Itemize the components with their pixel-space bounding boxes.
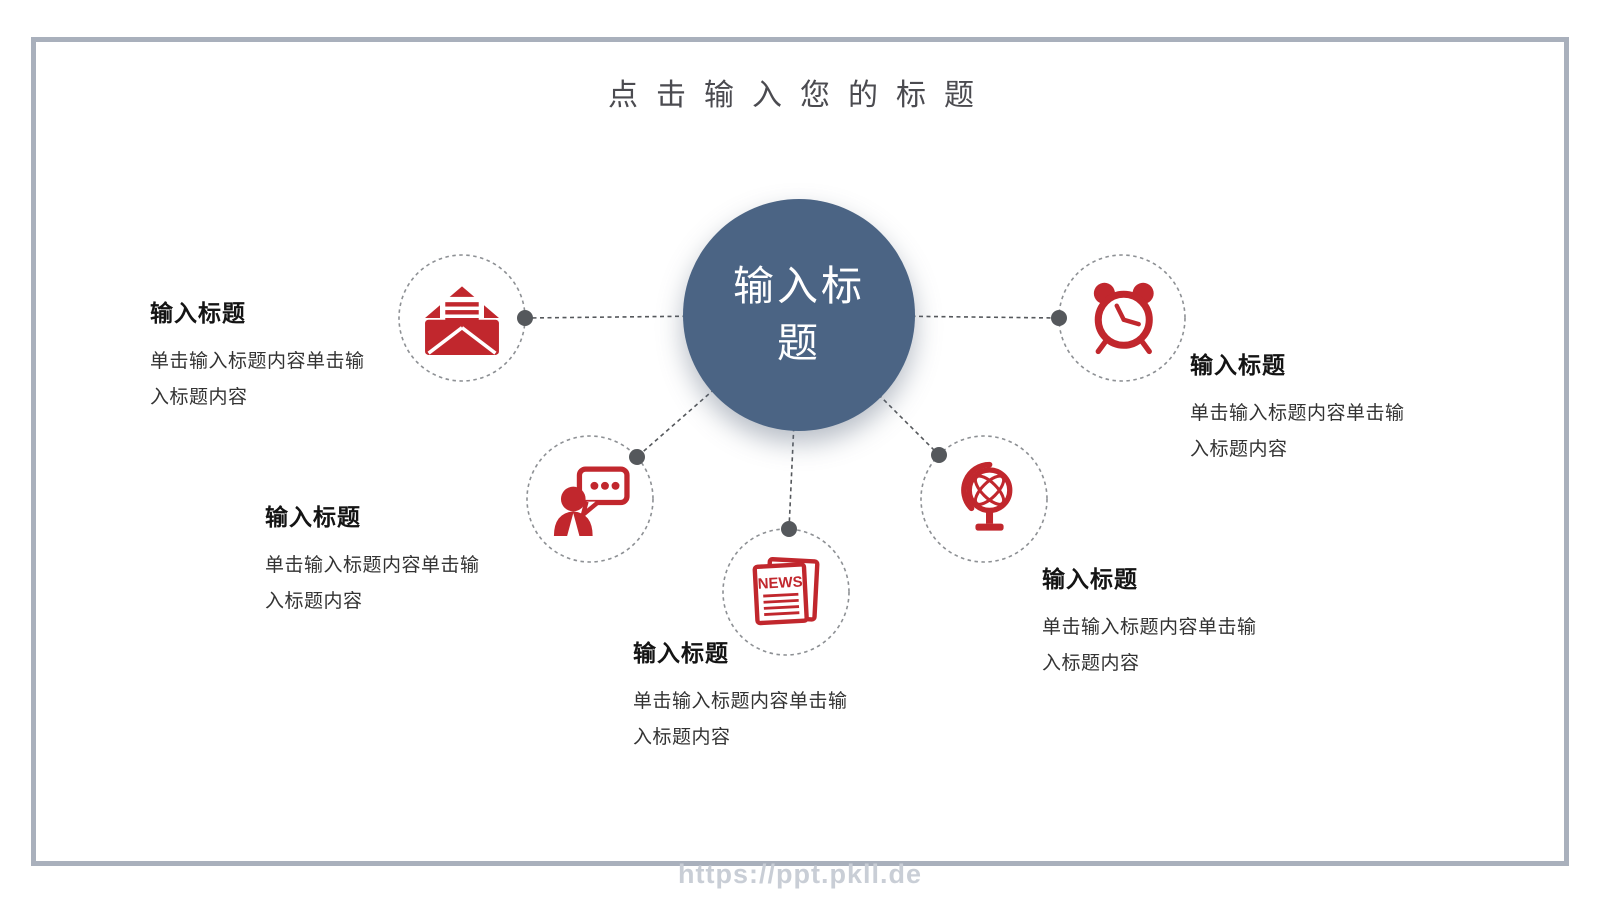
slide-frame (31, 37, 1569, 866)
node-desc: 单击输入标题内容单击输入标题内容 (1190, 403, 1405, 460)
node-title: 输入标题 (1190, 352, 1286, 378)
node-desc: 单击输入标题内容单击输入标题内容 (633, 691, 848, 748)
node-title: 输入标题 (265, 504, 361, 530)
connector-line-alarm (798, 314, 1060, 319)
slide-title: 点击输入您的标题 (608, 79, 992, 112)
watermark: https://ppt.pkll.de (678, 859, 922, 889)
alarm-clock-icon (1078, 274, 1166, 362)
node-text-globe: 输入标题 单击输入标题内容单击输入标题内容 (1042, 560, 1292, 681)
globe-icon (942, 455, 1030, 543)
junction-dot-chat (629, 449, 645, 465)
junction-dots (517, 310, 1067, 537)
node-title: 输入标题 (1042, 566, 1138, 592)
center-title-label: 输入标题 (733, 262, 865, 366)
node-desc: 单击输入标题内容单击输入标题内容 (1042, 617, 1257, 674)
node-text-alarm: 输入标题 单击输入标题内容单击输入标题内容 (1190, 346, 1440, 467)
node-desc: 单击输入标题内容单击输入标题内容 (150, 351, 365, 408)
node-text-mail: 输入标题 单击输入标题内容单击输入标题内容 (150, 294, 400, 415)
newspaper-icon: NEWS (742, 548, 830, 636)
newspaper-icon-text: NEWS (757, 573, 803, 592)
node-circle-globe (920, 435, 1048, 563)
junction-dot-news (781, 521, 797, 537)
node-title: 输入标题 (150, 300, 246, 326)
chat-person-icon (546, 455, 634, 543)
junction-dot-alarm (1051, 310, 1067, 326)
node-text-chat: 输入标题 单击输入标题内容单击输入标题内容 (265, 498, 515, 619)
node-text-news: 输入标题 单击输入标题内容单击输入标题内容 (633, 634, 883, 755)
junction-dot-mail (517, 310, 533, 326)
node-desc: 单击输入标题内容单击输入标题内容 (265, 555, 480, 612)
node-title: 输入标题 (633, 640, 729, 666)
junction-dot-globe (931, 447, 947, 463)
center-title-circle: 输入标题 (683, 199, 915, 431)
envelope-icon (418, 274, 506, 362)
